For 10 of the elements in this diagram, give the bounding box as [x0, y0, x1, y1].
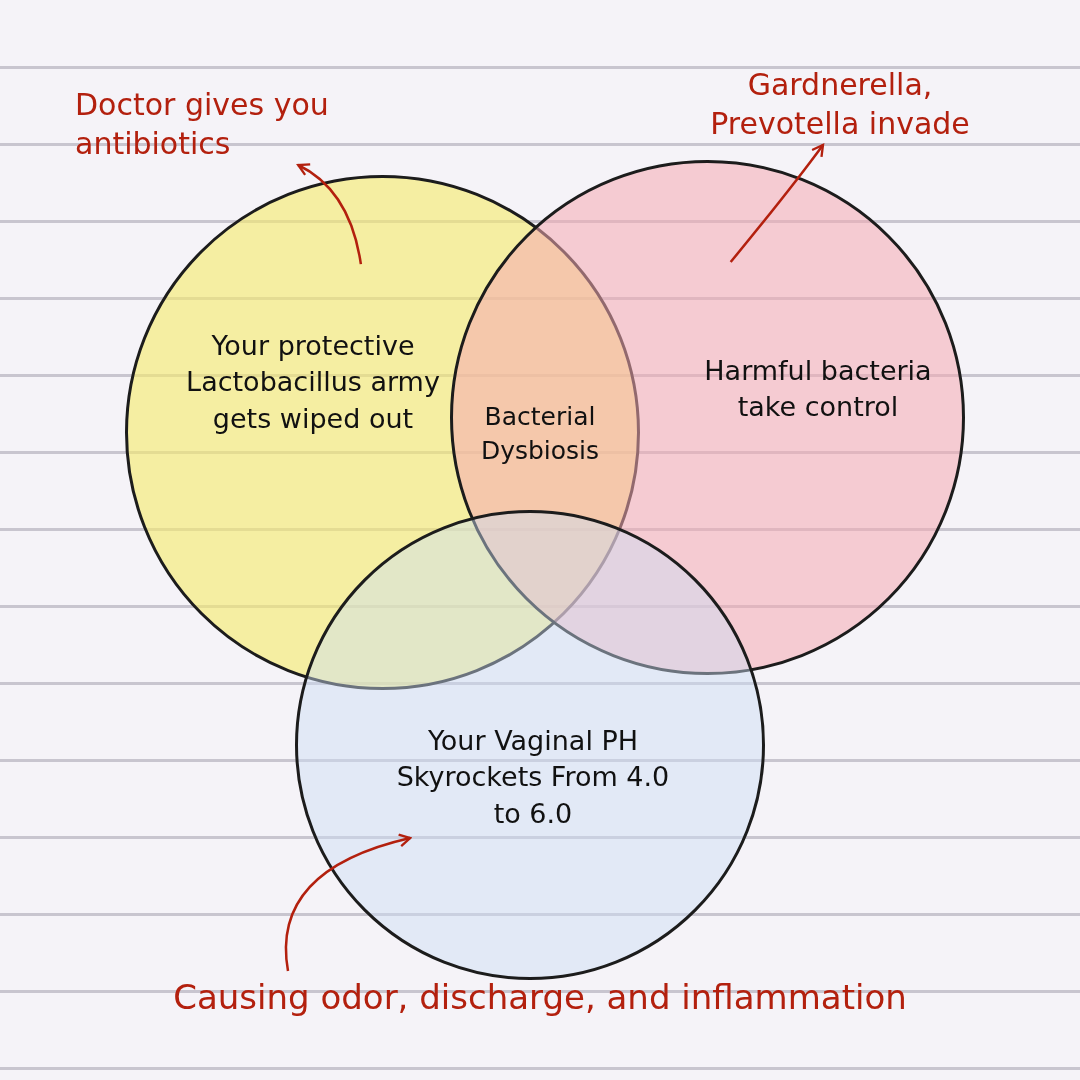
annotation-text: Doctor gives you antibiotics	[75, 85, 435, 163]
annotation-text: Gardnerella, Prevotella invade	[670, 65, 1010, 143]
arrow	[729, 143, 825, 263]
circle-text: Your protective Lactobacillus army gets wiped out	[185, 329, 441, 436]
arrow	[297, 163, 363, 265]
circle-text: Harmful bacteria take control	[703, 354, 933, 425]
overlap-label: Bacterial Dysbiosis	[479, 401, 601, 467]
circle-text: Your Vaginal PH Skyrockets From 4.0 to 6.0	[395, 724, 671, 831]
arrow	[284, 833, 412, 972]
annotation-text: Causing odor, discharge, and inflammation	[90, 975, 990, 1020]
